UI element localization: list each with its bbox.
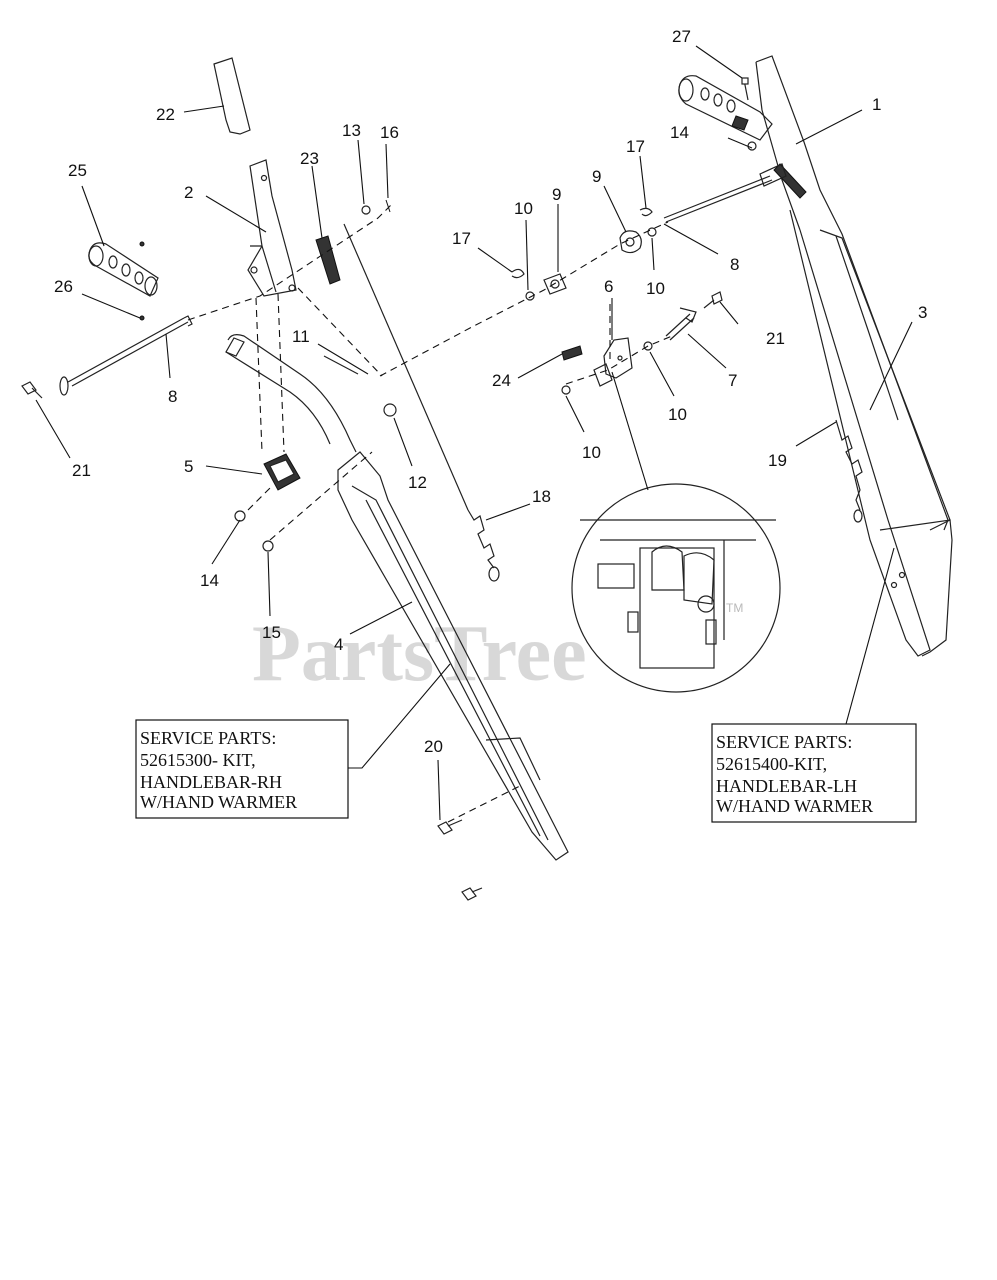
watermark: PartsTree — [252, 610, 587, 698]
callout-9-b: 9 — [592, 167, 601, 186]
part-15-nut — [262, 540, 274, 552]
service-rh-line1: SERVICE PARTS: — [140, 728, 276, 748]
leader-lines — [35, 45, 913, 821]
callout-10-d: 10 — [582, 443, 601, 462]
part-18-cable — [343, 223, 500, 582]
part-17-clip-b — [639, 207, 653, 217]
callout-8-right: 8 — [730, 255, 739, 274]
callout-10-b: 10 — [646, 279, 665, 298]
callout-8-left: 8 — [168, 387, 177, 406]
callout-12: 12 — [408, 473, 427, 492]
part-14-nut — [234, 510, 246, 522]
part-10-washer-a — [525, 291, 535, 301]
part-24-spring — [561, 345, 583, 361]
callout-21-right: 21 — [766, 329, 785, 348]
part-10-washer-d — [561, 385, 571, 395]
callout-25: 25 — [68, 161, 87, 180]
part-7-pin — [665, 307, 697, 341]
part-9-knob-b — [619, 230, 642, 254]
part-17-clip-a — [511, 268, 525, 279]
callout-19: 19 — [768, 451, 787, 470]
callout-17-b: 17 — [626, 137, 645, 156]
service-rh-line2: 52615300- KIT, — [140, 750, 256, 770]
callout-7: 7 — [728, 371, 737, 390]
service-rh-line4: W/HAND WARMER — [140, 792, 297, 812]
callout-17-a: 17 — [452, 229, 471, 248]
part-12-knob — [383, 403, 397, 417]
callout-26: 26 — [54, 277, 73, 296]
callout-4: 4 — [334, 635, 343, 654]
callout-18: 18 — [532, 487, 551, 506]
callouts: 1 2 3 4 5 6 7 8 8 9 9 10 10 10 10 11 12 … — [54, 27, 927, 756]
part-14-nut-upper — [747, 141, 757, 151]
part-8-rod-right — [663, 163, 787, 223]
part-4-handlebar-rh — [225, 334, 569, 861]
part-27-grip-lh — [678, 75, 773, 141]
loose-bolt — [461, 887, 483, 901]
callout-2: 2 — [184, 183, 193, 202]
callout-27: 27 — [672, 27, 691, 46]
part-21-screw-left — [21, 381, 43, 399]
part-2-bracket — [247, 159, 297, 297]
callout-1: 1 — [872, 95, 881, 114]
part-3-handlebar-lh — [755, 55, 953, 657]
callout-16: 16 — [380, 123, 399, 142]
service-lh-line3: HANDLEBAR-LH — [716, 776, 857, 796]
callout-13: 13 — [342, 121, 361, 140]
part-23-spring — [315, 235, 341, 285]
callout-9-a: 9 — [552, 185, 561, 204]
callout-24: 24 — [492, 371, 511, 390]
part-5-bracket — [263, 453, 301, 491]
callout-14-a: 14 — [200, 571, 219, 590]
callout-6: 6 — [604, 277, 613, 296]
callout-20: 20 — [424, 737, 443, 756]
trademark: TM — [726, 601, 743, 615]
part-19-spring — [835, 419, 863, 523]
callout-22: 22 — [156, 105, 175, 124]
part-20-bolt — [437, 819, 463, 835]
detail-inset — [571, 483, 781, 693]
spring-upper-lh — [773, 163, 807, 199]
callout-10-a: 10 — [514, 199, 533, 218]
service-lh-line4: W/HAND WARMER — [716, 796, 873, 816]
part-8-rod-left — [59, 315, 193, 396]
part-13-washer — [361, 205, 371, 215]
part-16-pin — [385, 199, 391, 213]
callout-11: 11 — [292, 327, 310, 346]
callout-23: 23 — [300, 149, 319, 168]
part-25-grip — [88, 241, 159, 297]
callout-3: 3 — [918, 303, 927, 322]
part-9-knob-a — [543, 273, 567, 295]
service-lh-line1: SERVICE PARTS: — [716, 732, 852, 752]
detail-leader — [611, 371, 649, 491]
callout-14-b: 14 — [670, 123, 689, 142]
part-22-cap — [213, 57, 251, 135]
part-21-screw-right — [703, 291, 723, 309]
callout-10-c: 10 — [668, 405, 687, 424]
service-box-lh: SERVICE PARTS: 52615400-KIT, HANDLEBAR-L… — [711, 723, 917, 823]
part-10-washer-c — [643, 341, 653, 351]
callout-5: 5 — [184, 457, 193, 476]
service-rh-line3: HANDLEBAR-RH — [140, 772, 282, 792]
callout-15: 15 — [262, 623, 281, 642]
part-10-washer-b — [647, 227, 657, 237]
callout-21-left: 21 — [72, 461, 91, 480]
part-26-screw — [139, 315, 145, 321]
part-11-rod — [323, 355, 359, 375]
part-6-bracket — [593, 337, 633, 387]
service-lh-line2: 52615400-KIT, — [716, 754, 827, 774]
service-box-rh: SERVICE PARTS: 52615300- KIT, HANDLEBAR-… — [135, 719, 349, 819]
assembly-lines — [187, 203, 673, 823]
